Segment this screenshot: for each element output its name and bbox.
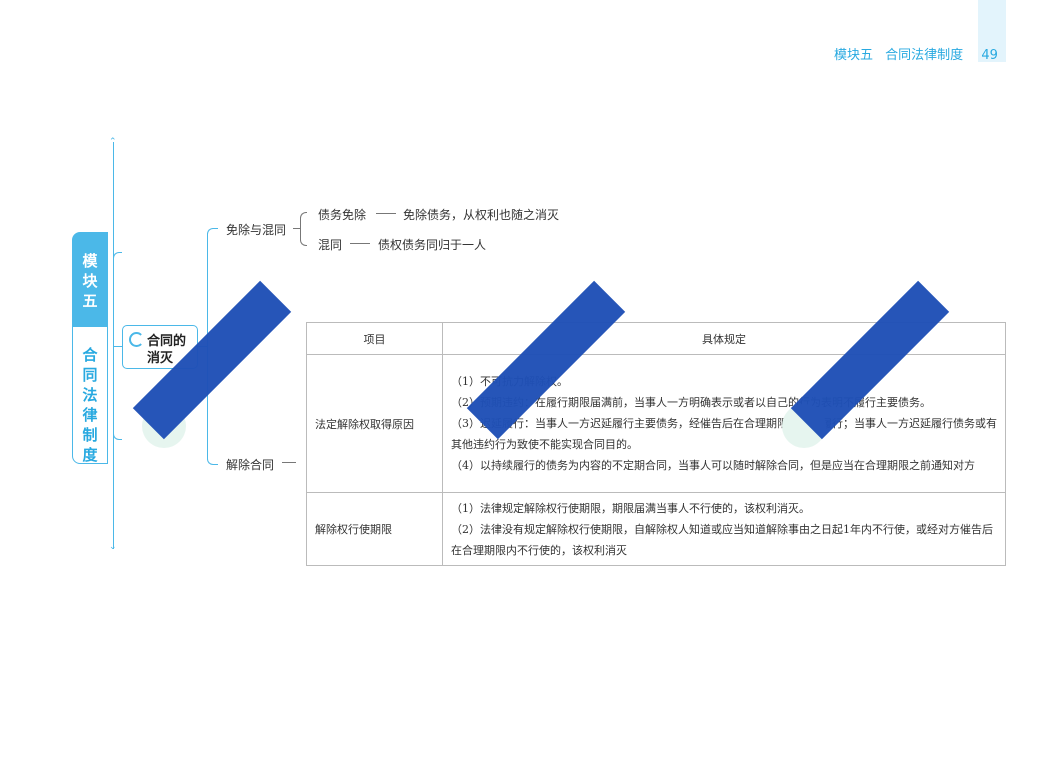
row-item: 法定解除权取得原因	[306, 354, 443, 493]
table-row: 法定解除权取得原因 （1）不可抗力解除权。 （2）预期违约：在履行期限届满前，当…	[306, 354, 1006, 493]
topic-line2: 消灭	[147, 351, 174, 366]
side-tab-chapter: 合同法律制度	[72, 326, 108, 464]
page-number: 49	[981, 48, 998, 63]
term-debt-exemption: 债务免除	[318, 208, 367, 222]
topic-box: 合同的 消灭	[122, 325, 198, 369]
row-item: 解除权行使期限	[306, 492, 443, 566]
desc-debt-exemption: 免除债务，从权利也随之消灭	[403, 208, 560, 222]
term-merger: 混同	[318, 238, 343, 252]
rule-line: （2）法律没有规定解除权行使期限，自解除权人知道或应当知道解除事由之日起1年内不…	[451, 522, 993, 557]
branch-label-exemption: 免除与混同	[226, 223, 287, 237]
branch1-connector	[293, 228, 300, 229]
rule-line: （4）以持续履行的债务为内容的不定期合同，当事人可以随时解除合同，但是应当在合理…	[451, 459, 975, 472]
down-arrow-icon: ⌄	[109, 542, 117, 552]
header-strip	[978, 0, 1006, 62]
up-arrow-icon: ⌃	[109, 138, 117, 147]
row-rules: （1）法律规定解除权行使期限，期限届满当事人不行使的，该权利消灭。 （2）法律没…	[442, 492, 1006, 566]
header-module: 模块五	[834, 48, 874, 63]
table-row: 解除权行使期限 （1）法律规定解除权行使期限，期限届满当事人不行使的，该权利消灭…	[306, 492, 1006, 566]
side-tab-chapter-text: 合同法律制度	[82, 346, 98, 464]
side-tab-module: 模块五	[72, 232, 108, 328]
side-tab-module-text: 模块五	[82, 252, 98, 310]
term1-dash	[376, 213, 396, 214]
desc-merger: 债权债务同归于一人	[378, 238, 487, 252]
branch1-bracket	[300, 212, 307, 246]
branch-label-termination: 解除合同	[226, 458, 275, 472]
header-title: 合同法律制度	[885, 48, 964, 63]
topic-line1: 合同的	[147, 334, 187, 349]
tab-to-topic-line	[113, 346, 122, 347]
branch2-connector	[282, 462, 296, 463]
term2-dash	[350, 243, 370, 244]
rule-line: （3）迟延履行：当事人一方迟延履行主要债务，经催告后在合理期限内仍未履行；当事人…	[451, 417, 997, 451]
col-header-item: 项目	[306, 322, 443, 355]
page-header: 模块五 合同法律制度 49	[834, 44, 998, 63]
cycle-icon	[129, 332, 144, 347]
rule-line: （1）法律规定解除权行使期限，期限届满当事人不行使的，该权利消灭。	[451, 501, 810, 515]
